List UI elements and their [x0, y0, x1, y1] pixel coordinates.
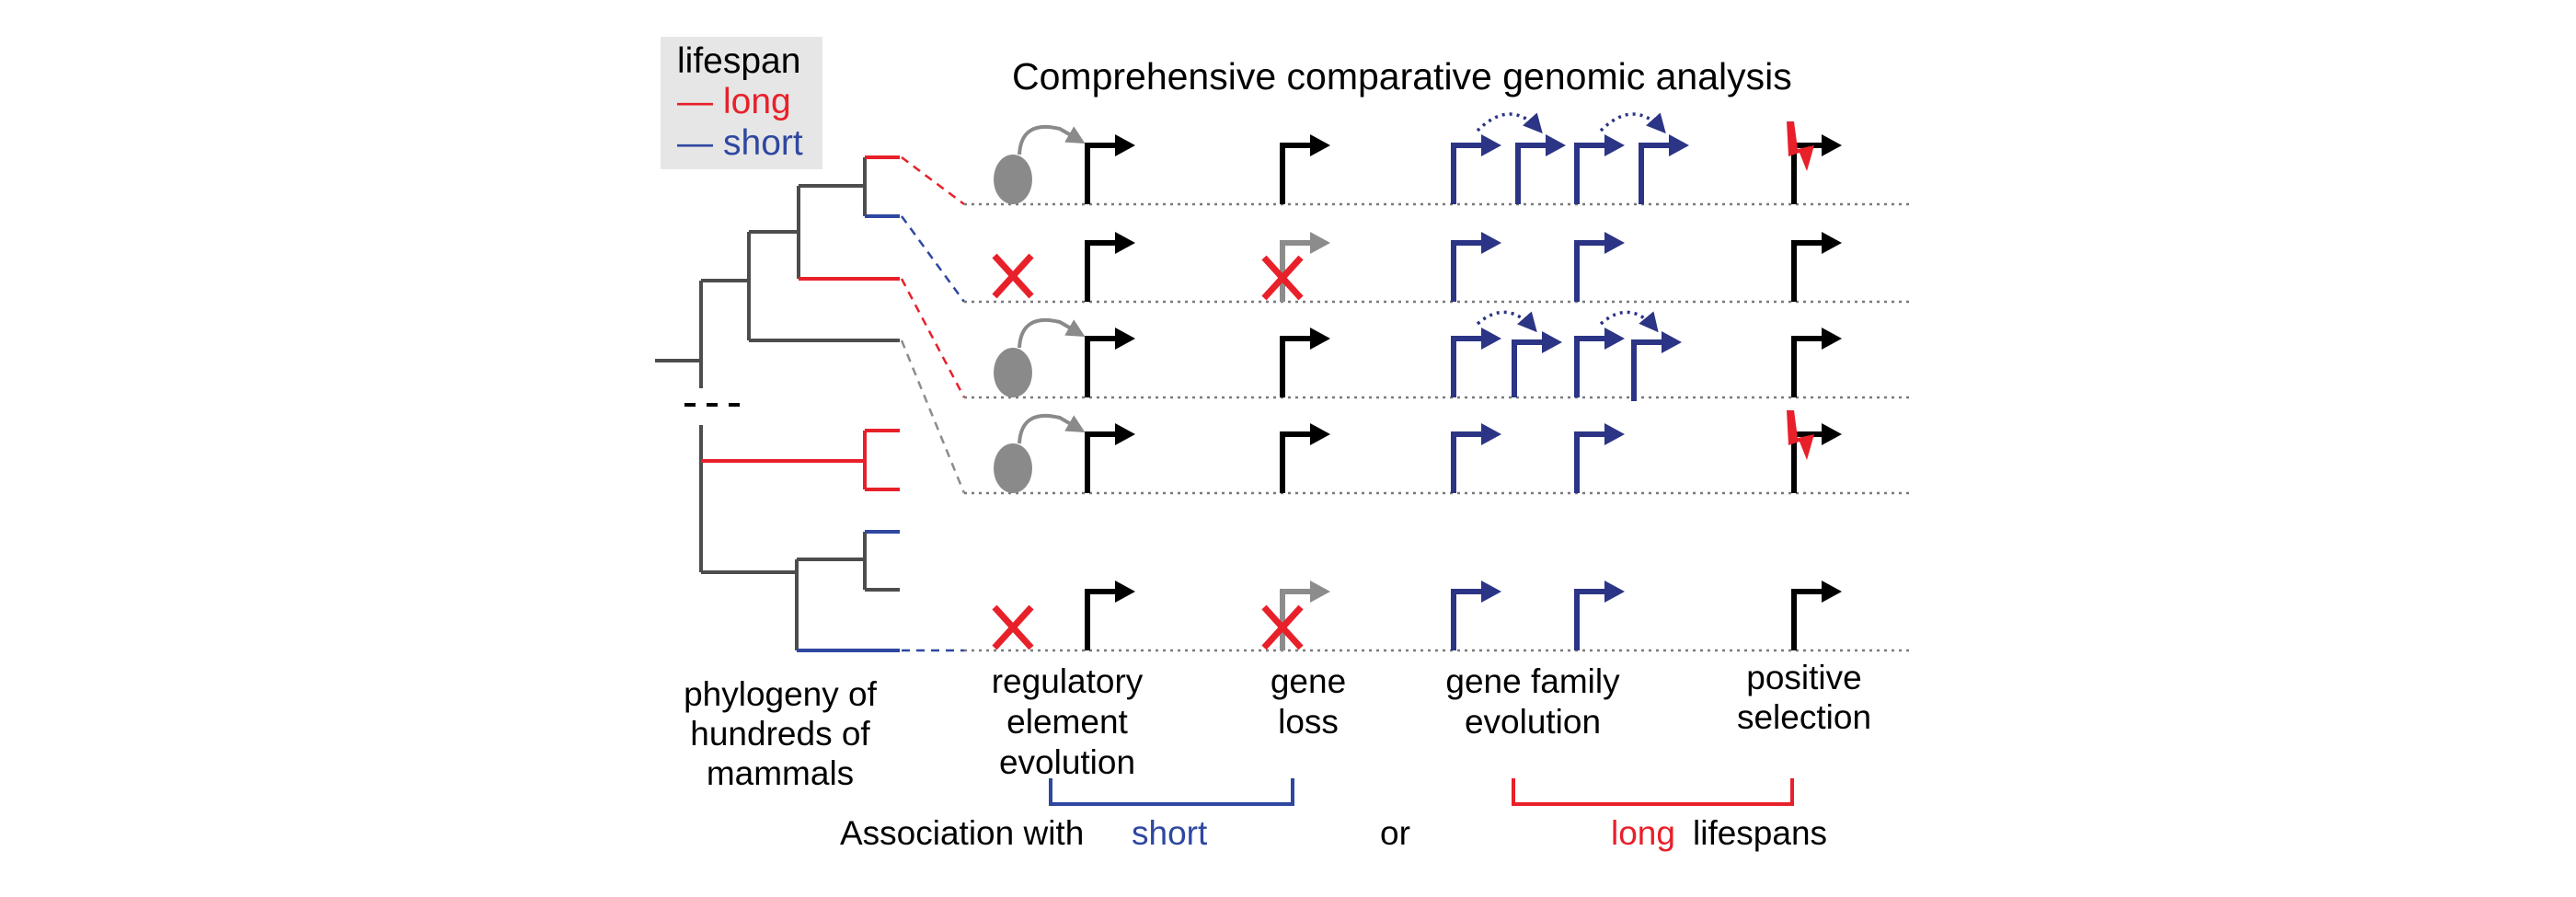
- gene-arrow-icon: [1280, 328, 1330, 397]
- lightning-bolt-icon: [1787, 410, 1814, 460]
- gene-family-arrow-icon: [1451, 581, 1501, 650]
- connector-row-3: [900, 278, 966, 398]
- gene-family-arrow-icon: [1574, 328, 1625, 397]
- tree-long-clade: [701, 429, 900, 491]
- loss-markers: [992, 253, 1304, 650]
- category-label-regulatory: regulatory: [992, 662, 1144, 700]
- regulatory-element-row-1: [994, 124, 1086, 204]
- association-long-text: long: [1611, 814, 1675, 852]
- gene-arrow-icon: [1085, 134, 1135, 204]
- phylogeny-label-line: phylogeny of: [684, 675, 878, 713]
- legend-long-label: long: [723, 82, 791, 121]
- regulatory-element-row-3: [994, 317, 1086, 397]
- regulatory-loss-cross-icon: [992, 604, 1034, 650]
- gene-arrow-icon: [1085, 328, 1135, 397]
- category-label-gene-loss: gene: [1271, 662, 1346, 700]
- legend-short-symbol: —: [677, 123, 713, 163]
- regulatory-arrow-icon: [1018, 413, 1086, 444]
- genome-baselines: [964, 202, 1914, 652]
- diagram-title: Comprehensive comparative genomic analys…: [1012, 55, 1792, 98]
- gene-family-arrow-icon: [1574, 423, 1625, 493]
- duplication-arc-icon: [1599, 112, 1666, 134]
- tip-connectors: [900, 156, 966, 652]
- phylogeny-label-line: mammals: [707, 754, 854, 792]
- category-label-positive-selection: positive: [1746, 659, 1861, 696]
- connector-row-1: [901, 156, 965, 205]
- positive-selection-genes: [1791, 134, 1842, 650]
- gene-family-genes: [1451, 134, 1689, 650]
- lifespan-legend: lifespan — long — short: [661, 37, 822, 169]
- category-label-positive-selection: selection: [1737, 698, 1871, 736]
- regulatory-loss-cross-icon: [992, 253, 1034, 299]
- legend-short-label: short: [723, 123, 803, 163]
- gene-loss-genes: [1280, 134, 1330, 650]
- gene-family-arrow-icon: [1574, 581, 1625, 650]
- gene-arrow-icon: [1085, 423, 1135, 493]
- regulatory-element-row-4: [994, 413, 1086, 493]
- gene-family-arrow-icon: [1451, 423, 1501, 493]
- positive-selection-markers: [1787, 121, 1814, 460]
- gene-family-arrow-icon: [1451, 134, 1501, 204]
- regulatory-elements: [994, 124, 1086, 493]
- gene-arrow-icon: [1280, 134, 1330, 204]
- category-label-gene-loss: loss: [1278, 703, 1339, 741]
- gene-loss-cross-icon: [1261, 255, 1304, 301]
- association-sentence: Association with short or long lifespans: [840, 814, 1827, 852]
- regulatory-arrow-icon: [1018, 317, 1086, 349]
- duplication-arc-icon: [1599, 310, 1659, 333]
- category-label-gene-family: gene family: [1445, 662, 1620, 700]
- gene-arrows: [1085, 134, 1842, 650]
- category-label-regulatory: element: [1006, 703, 1128, 741]
- legend-long-symbol: —: [677, 82, 713, 121]
- regulatory-element-icon: [994, 155, 1032, 204]
- phylogeny-tree: [655, 155, 900, 652]
- legend-title: lifespan: [677, 41, 800, 81]
- duplication-arc-icon: [1476, 112, 1543, 134]
- gene-family-arrow-icon: [1631, 331, 1682, 401]
- regulatory-element-icon: [994, 348, 1032, 397]
- gene-arrow-icon: [1791, 328, 1842, 397]
- lightning-bolt-icon: [1787, 121, 1814, 171]
- category-labels: regulatory element evolution gene loss g…: [992, 659, 1871, 781]
- phylogeny-label: phylogeny of hundreds of mammals: [684, 675, 878, 792]
- short-association-bracket: [1049, 778, 1294, 806]
- gene-loss-cross-icon: [1261, 604, 1304, 650]
- connector-row-2: [900, 215, 966, 303]
- regulatory-arrow-icon: [1018, 124, 1086, 155]
- category-label-regulatory: evolution: [999, 743, 1135, 781]
- gene-family-arrow-icon: [1574, 232, 1625, 302]
- connector-row-4: [900, 339, 966, 494]
- long-association-bracket: [1512, 778, 1794, 806]
- gene-family-arrow-icon: [1512, 331, 1562, 397]
- gene-family-arrow-icon: [1451, 232, 1501, 302]
- gene-family-arrow-icon: [1574, 134, 1625, 204]
- gene-arrow-icon: [1085, 581, 1135, 650]
- gene-arrow-icon: [1791, 232, 1842, 302]
- legend-box: [661, 37, 822, 169]
- phylogeny-label-line: hundreds of: [690, 715, 870, 753]
- category-label-gene-family: evolution: [1465, 703, 1601, 741]
- gene-arrow-icon: [1791, 423, 1842, 493]
- duplication-arc-icon: [1476, 310, 1537, 333]
- gene-arrow-icon: [1791, 581, 1842, 650]
- gene-family-arrow-icon: [1451, 328, 1501, 397]
- gene-arrow-icon: [1085, 232, 1135, 302]
- gene-arrow-icon: [1791, 134, 1842, 204]
- tree-upper-clade: [655, 157, 900, 388]
- gene-family-arrow-icon: [1515, 134, 1566, 204]
- tree-lower-clade: [699, 425, 900, 650]
- gene-arrow-icon: [1280, 423, 1330, 493]
- gene-duplication-arcs: [1476, 112, 1666, 333]
- association-short-text: short: [1132, 814, 1208, 852]
- regulatory-element-icon: [994, 443, 1032, 493]
- association-with-text: Association with: [840, 814, 1084, 852]
- association-or-text: or: [1380, 814, 1410, 852]
- association-lifespans-text: lifespans: [1693, 814, 1827, 852]
- regulatory-genes: [1085, 134, 1135, 650]
- gene-family-arrow-icon: [1639, 134, 1689, 204]
